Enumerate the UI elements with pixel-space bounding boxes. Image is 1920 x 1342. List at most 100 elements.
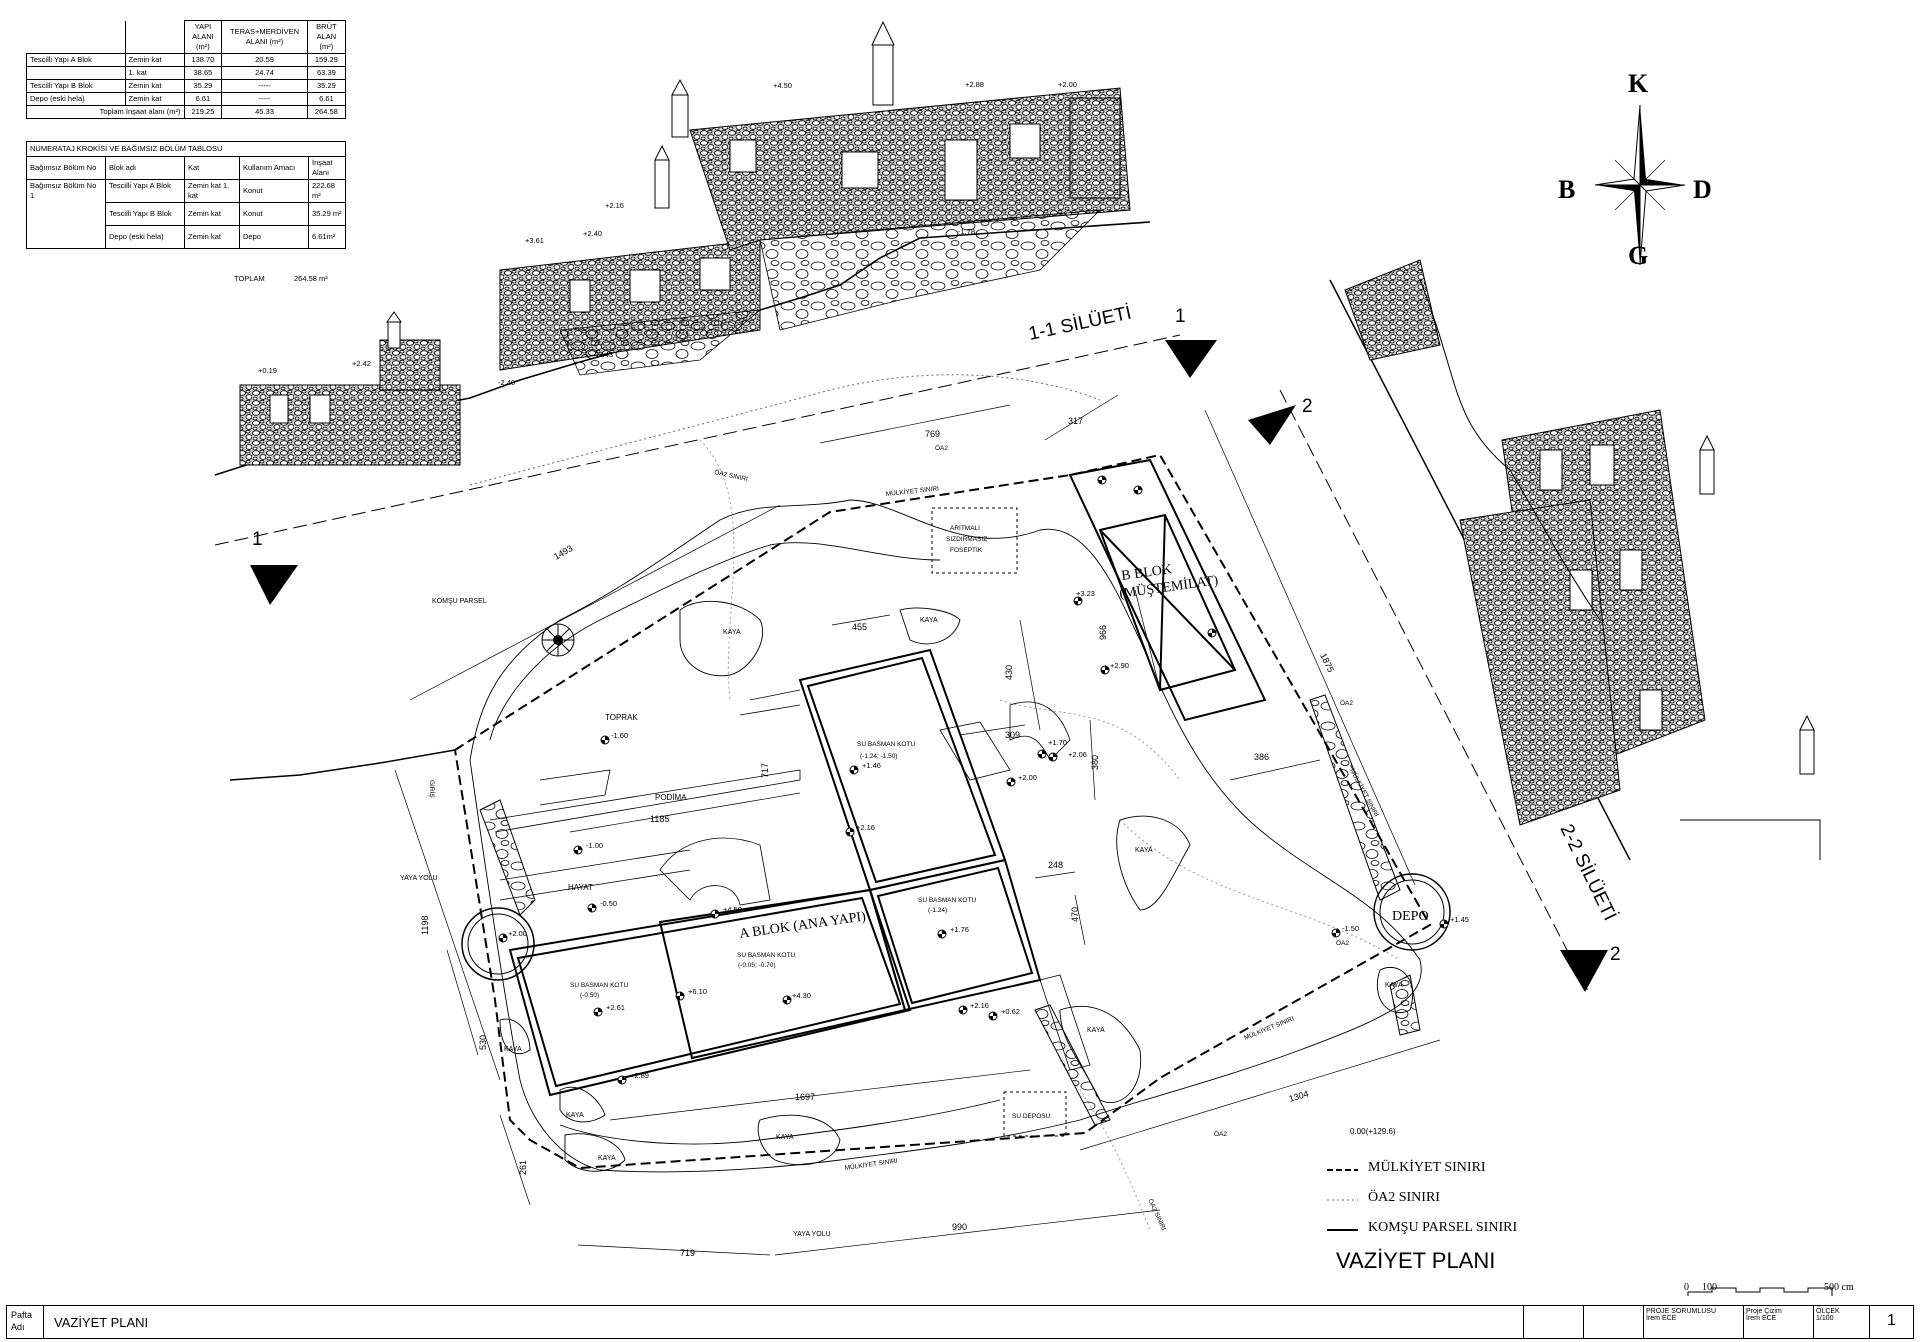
unit-table: NUMERATAJ KROKİSİ VE BAĞIMSIZ BÖLÜM TABL… (26, 141, 346, 249)
su-basman-value: (-0.50) (580, 992, 599, 999)
svg-text:+2.42: +2.42 (352, 359, 371, 368)
svg-text:+1.70: +1.70 (1048, 738, 1067, 747)
svg-text:-1.00: -1.00 (586, 841, 603, 850)
pafta-label-2: Adı (11, 1322, 25, 1332)
svg-text:+1.45: +1.45 (1450, 915, 1469, 924)
kaya-label: KAYA (723, 629, 741, 636)
su-basman-value: (-1.24; -1.50) (860, 753, 898, 760)
oa2-label: ÖA2 (1214, 1130, 1227, 1138)
svg-text:+2.16: +2.16 (970, 1001, 989, 1010)
section-arrow-1-left (250, 565, 298, 605)
svg-text:+2.16: +2.16 (605, 201, 624, 210)
podima-label: PODİMA (655, 793, 687, 802)
svg-text:1697: 1697 (795, 1092, 815, 1102)
svg-text:+0.62: +0.62 (1001, 1007, 1020, 1016)
section-2-2-label: 2-2 SİLÜETİ (1556, 821, 1621, 924)
svg-text:470: 470 (1070, 907, 1080, 922)
table-row: Bağımsız Bölüm No 1 Tescilli Yapı A Blok… (26, 179, 346, 249)
table-row: Depo (eski hela) Zemin kat Depo 6.61m² (27, 225, 346, 249)
septic-label-1: ARITMALI (950, 525, 980, 532)
su-basman-label: SU BASMAN KOTU (737, 952, 795, 959)
svg-text:1198: 1198 (420, 916, 430, 935)
compass-south: G (1628, 241, 1648, 270)
scale-mid: 100 (1702, 1282, 1717, 1293)
north-arrow-compass (1594, 104, 1686, 266)
kaya-label: KAYA (1087, 1027, 1105, 1034)
svg-text:966: 966 (1098, 625, 1108, 640)
svg-text:317: 317 (1068, 416, 1083, 426)
depo-label: DEPO (1392, 909, 1429, 924)
su-deposu-label: SU DEPOSU (1012, 1113, 1051, 1120)
olcek-value: 1/100 (1816, 1315, 1834, 1322)
legend-mulkiyet: MÜLKİYET SINIRI (1368, 1160, 1486, 1175)
svg-text:+6.10: +6.10 (688, 987, 707, 996)
table-total-row: Toplam İnşaat alanı (m²) 219.25 45.33 26… (26, 105, 347, 119)
su-basman-label: SU BASMAN KOTU (570, 982, 628, 989)
svg-text:+3.61: +3.61 (525, 236, 544, 245)
svg-text:+1.46: +1.46 (862, 761, 881, 770)
svg-text:+2.00: +2.00 (508, 929, 527, 938)
su-basman-label: SU BASMAN KOTU (857, 741, 915, 748)
property-boundary (453, 453, 1432, 1170)
kaya-label: KAYA (504, 1046, 522, 1053)
kaya-label: KAYA (1135, 847, 1153, 854)
svg-text:-0.50: -0.50 (600, 899, 617, 908)
svg-text:+2.06: +2.06 (1068, 750, 1087, 759)
giris-label: GİRİŞ (428, 780, 437, 798)
oa2-label: ÖA2 (935, 444, 948, 452)
legend-komsu: KOMŞU PARSEL SINIRI (1368, 1220, 1518, 1235)
svg-text:-1.50: -1.50 (1342, 924, 1359, 933)
plan-title: VAZİYET PLANI (1336, 1248, 1496, 1273)
yaya-yolu-bottom: YAYA YOLU (793, 1231, 831, 1238)
svg-text:1304: 1304 (1288, 1088, 1310, 1103)
section-arrow-2-top (1248, 405, 1296, 445)
a-blok-label: A BLOK (ANA YAPI) (738, 909, 867, 942)
legend-oa2: ÖA2 SINIRI (1368, 1190, 1440, 1205)
area-table: YAPI ALANI (m²) TERAS+MERDİVEN ALANI (m²… (26, 20, 347, 119)
svg-text:+2.90: +2.90 (1110, 661, 1129, 670)
svg-text:386: 386 (1254, 752, 1269, 762)
unit-total-label: TOPLAM (234, 274, 265, 283)
kaya-label: KAYA (1385, 982, 1403, 989)
svg-text:+4.30: +4.30 (792, 991, 811, 1000)
section-line-1-1 (214, 334, 1608, 996)
svg-text:+0.19: +0.19 (258, 366, 277, 375)
section-arrow-2-bottom (1560, 950, 1608, 992)
svg-text:769: 769 (925, 429, 940, 439)
mulkiyet-siniri-right: MÜLKİYET SINIRI (1242, 1013, 1295, 1041)
su-basman-label: SU BASMAN KOTU (918, 897, 976, 904)
compass-east: D (1693, 175, 1712, 204)
dimension-values: 769 317 1493 455 430 966 1875 309 717 38… (420, 416, 1336, 1258)
proje-sorumlusu: İrem ECE (1646, 1315, 1677, 1322)
svg-text:1875: 1875 (1318, 651, 1336, 673)
svg-text:+2.40: +2.40 (583, 229, 602, 238)
proje-cizim-label: Proje Çizim (1746, 1308, 1782, 1315)
svg-text:248: 248 (1048, 860, 1063, 870)
level-markers (498, 475, 1449, 1085)
svg-text:717: 717 (760, 763, 770, 778)
svg-text:380: 380 (1090, 755, 1100, 770)
svg-text:+2.16: +2.16 (856, 823, 875, 832)
compass-north: K (1628, 69, 1649, 98)
section-2-number-bottom: 2 (1610, 944, 1621, 965)
kaya-label: KAYA (598, 1155, 616, 1162)
logo-cell (1523, 1306, 1583, 1338)
oa2-siniri-bottom: ÖA2 SINIRI (1146, 1197, 1168, 1231)
pafta-label: Pafta (11, 1310, 33, 1320)
svg-text:-1.60: -1.60 (611, 731, 628, 740)
toprak-label: TOPRAK (605, 713, 638, 722)
olcek-label: ÖLÇEK (1816, 1308, 1840, 1315)
tree-icon (541, 623, 575, 657)
svg-text:261: 261 (518, 1160, 528, 1175)
section-1-number-right: 1 (1175, 306, 1186, 327)
svg-text:+3.23: +3.23 (1076, 589, 1095, 598)
su-basman-value: (-0.05; -0.70) (738, 962, 776, 969)
svg-text:+2.00: +2.00 (1058, 80, 1077, 89)
svg-text:430: 430 (1004, 665, 1014, 680)
compass-west: B (1558, 175, 1575, 204)
scale-end: 500 cm (1824, 1282, 1854, 1293)
svg-text:530: 530 (478, 1035, 488, 1050)
legend (1327, 1169, 1358, 1231)
